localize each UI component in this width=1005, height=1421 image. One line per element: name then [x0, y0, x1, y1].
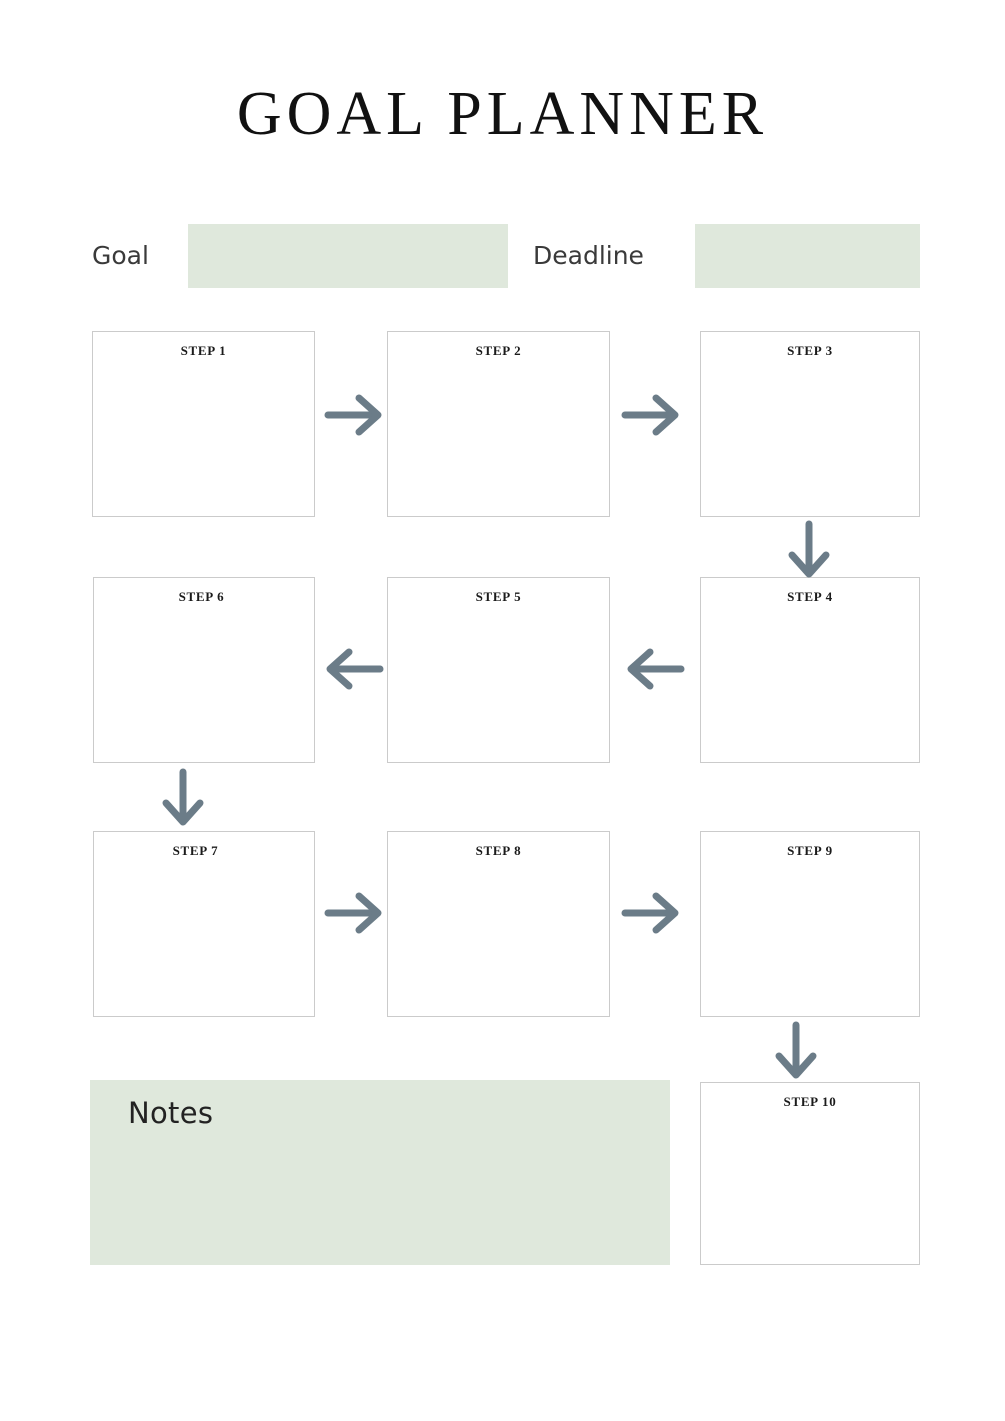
arrow-right-icon — [324, 387, 387, 443]
step-box-4[interactable]: STEP 4 — [700, 577, 920, 763]
step-label-2: STEP 2 — [475, 343, 522, 358]
deadline-input[interactable] — [695, 224, 920, 288]
step-label-7: STEP 7 — [172, 843, 219, 858]
step-box-10[interactable]: STEP 10 — [700, 1082, 920, 1265]
step-label-8: STEP 8 — [475, 843, 522, 858]
step-box-8[interactable]: STEP 8 — [387, 831, 610, 1017]
step-label-3: STEP 3 — [787, 343, 833, 358]
arrow-down-icon — [781, 520, 837, 579]
step-label-6: STEP 6 — [178, 589, 225, 604]
goal-input[interactable] — [188, 224, 508, 288]
arrow-right-icon — [621, 387, 684, 443]
step-box-5[interactable]: STEP 5 — [387, 577, 610, 763]
arrow-down-icon — [155, 768, 211, 827]
deadline-label: Deadline — [533, 241, 644, 270]
step-label-9: STEP 9 — [787, 843, 833, 858]
step-label-5: STEP 5 — [475, 589, 522, 604]
step-box-1[interactable]: STEP 1 — [92, 331, 315, 517]
arrow-right-icon — [621, 885, 684, 941]
step-box-9[interactable]: STEP 9 — [700, 831, 920, 1017]
step-label-4: STEP 4 — [787, 589, 833, 604]
step-label-10: STEP 10 — [783, 1094, 837, 1109]
step-label-1: STEP 1 — [180, 343, 227, 358]
goal-label: Goal — [92, 241, 149, 270]
page-title: GOAL PLANNER — [236, 80, 769, 148]
step-box-2[interactable]: STEP 2 — [387, 331, 610, 517]
notes-title: Notes — [128, 1096, 214, 1130]
arrow-left-icon — [622, 641, 685, 697]
notes-panel[interactable]: Notes — [90, 1080, 670, 1265]
step-box-7[interactable]: STEP 7 — [93, 831, 315, 1017]
arrow-down-icon — [768, 1021, 824, 1080]
step-box-6[interactable]: STEP 6 — [93, 577, 315, 763]
arrow-right-icon — [324, 885, 387, 941]
step-box-3[interactable]: STEP 3 — [700, 331, 920, 517]
arrow-left-icon — [321, 641, 384, 697]
